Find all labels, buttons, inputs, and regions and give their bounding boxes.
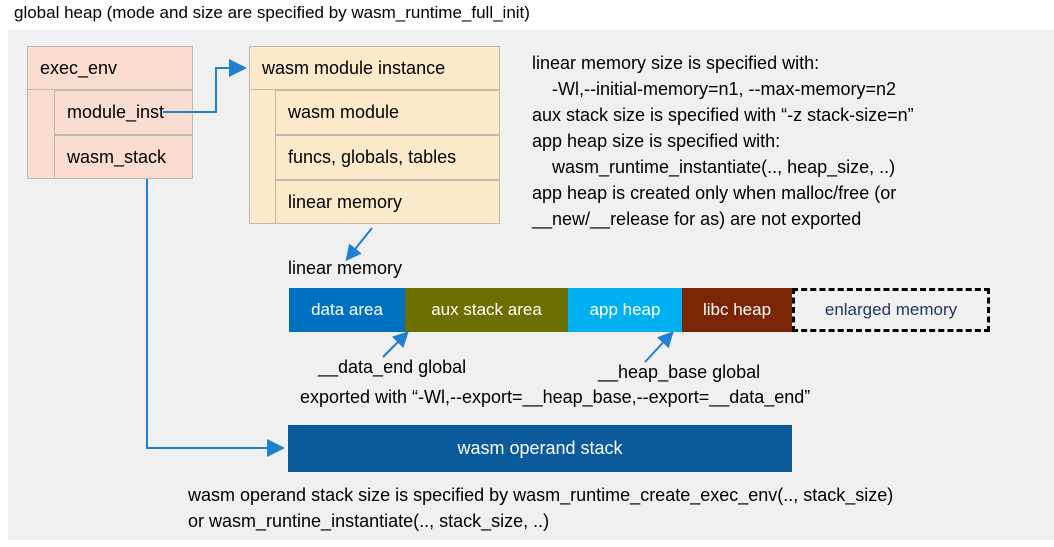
wasm-stack-label: wasm_stack bbox=[67, 146, 167, 167]
memory-segment-app-heap-label: app heap bbox=[589, 300, 661, 319]
page-title: global heap (mode and size are specified… bbox=[14, 3, 530, 22]
wasm-module-instance-row-funcs-globals-tables: funcs, globals, tables bbox=[275, 135, 500, 180]
funcs-globals-tables-label: funcs, globals, tables bbox=[288, 147, 457, 167]
linear-memory-row-label: linear memory bbox=[288, 191, 403, 212]
linear-memory-caption: linear memory bbox=[288, 258, 403, 278]
right-notes-block: linear memory size is specified with: -W… bbox=[532, 53, 914, 229]
memory-segment-app-heap[interactable]: app heap bbox=[568, 288, 682, 332]
memory-segment-libc-heap[interactable]: libc heap bbox=[682, 288, 792, 332]
wasm-module-instance-header: wasm module instance bbox=[249, 46, 500, 90]
memory-segment-aux-stack-area[interactable]: aux stack area bbox=[405, 288, 568, 332]
heap-base-annotation: __heap_base global bbox=[598, 362, 761, 382]
data-end-annotation: __data_end global bbox=[318, 357, 467, 377]
exec-env-header-label: exec_env bbox=[40, 57, 118, 78]
memory-segment-data-area[interactable]: data area bbox=[289, 288, 405, 332]
exported-annotation: exported with “-Wl,--export=__heap_base,… bbox=[300, 387, 811, 407]
wasm-module-instance-row-linear-memory: linear memory bbox=[275, 180, 500, 224]
wasm-operand-stack-bar[interactable]: wasm operand stack bbox=[288, 425, 792, 472]
exec-env-row-module-inst: module_inst bbox=[54, 90, 193, 135]
memory-segment-data-area-label: data area bbox=[311, 300, 383, 319]
wasm-module-instance-header-label: wasm module instance bbox=[262, 57, 446, 78]
wasm-module-instance-row-wasm-module: wasm module bbox=[275, 90, 500, 135]
exec-env-header: exec_env bbox=[27, 46, 193, 90]
memory-segment-enlarged-memory[interactable]: enlarged memory bbox=[792, 288, 990, 332]
wasm-operand-stack-label: wasm operand stack bbox=[457, 438, 623, 458]
module-inst-label: module_inst bbox=[67, 102, 165, 122]
exec-env-row-wasm-stack: wasm_stack bbox=[54, 135, 193, 179]
memory-segment-enlarged-memory-label: enlarged memory bbox=[824, 300, 958, 319]
bottom-notes-block: wasm operand stack size is specified by … bbox=[188, 485, 894, 531]
wasm-module-label: wasm module bbox=[288, 102, 400, 122]
memory-segment-aux-stack-area-label: aux stack area bbox=[431, 300, 542, 319]
linear-memory-bar: data area aux stack area app heap libc h… bbox=[289, 288, 990, 332]
memory-segment-libc-heap-label: libc heap bbox=[702, 300, 772, 319]
